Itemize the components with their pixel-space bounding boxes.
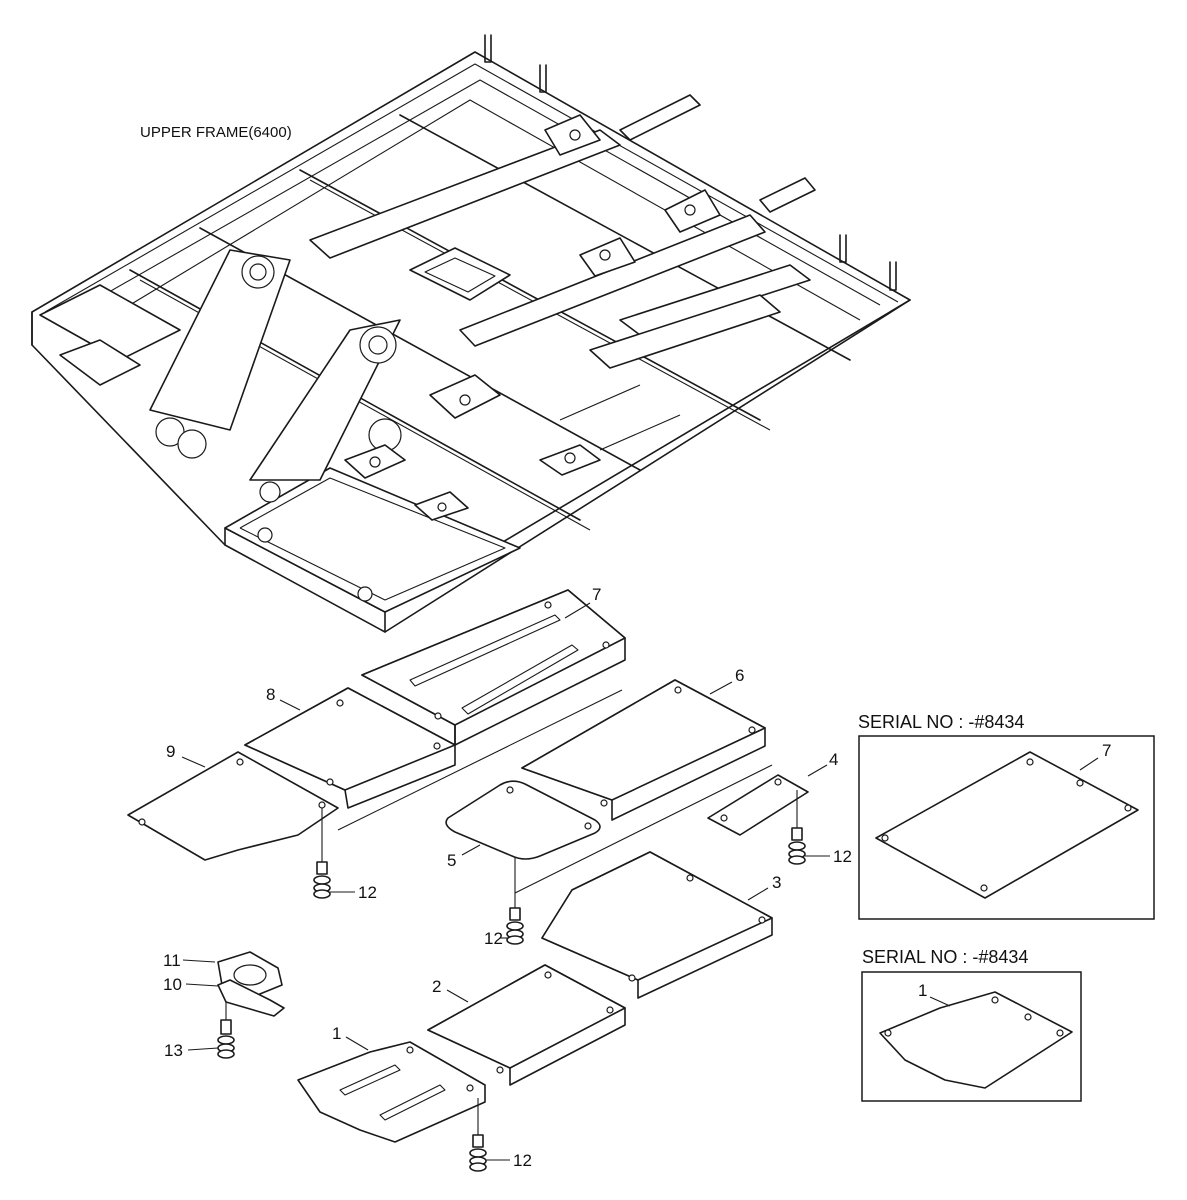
inset-1-header: SERIAL NO : -#8434 <box>858 712 1024 732</box>
callout-1: 1 <box>332 1024 341 1043</box>
plate-8 <box>244 687 456 809</box>
inset-serial-part-1: SERIAL NO : -#8434 1 <box>861 947 1082 1102</box>
plate-6 <box>521 679 766 821</box>
callout-12-d: 12 <box>513 1151 532 1170</box>
bolt-13 <box>217 1019 235 1059</box>
plate-4 <box>707 774 809 836</box>
callout-6: 6 <box>735 666 744 685</box>
callout-4: 4 <box>829 750 838 769</box>
callout-10: 10 <box>163 975 182 994</box>
plate-5 <box>445 780 601 860</box>
bolt-12-c <box>788 827 806 865</box>
inset-serial-part-7: SERIAL NO : -#8434 7 <box>858 712 1155 920</box>
upper-frame <box>31 34 911 633</box>
callout-12-b: 12 <box>484 929 503 948</box>
plate-2 <box>427 964 626 1086</box>
callout-12-c: 12 <box>833 847 852 866</box>
callout-8: 8 <box>266 685 275 704</box>
callout-11: 11 <box>163 951 181 970</box>
plate-9 <box>127 751 339 861</box>
bolt-12-b <box>506 907 524 945</box>
callout-2: 2 <box>432 977 441 996</box>
bolt-12-a <box>313 861 331 899</box>
bolt-12-d <box>469 1134 487 1172</box>
callout-9: 9 <box>166 742 175 761</box>
inset-2-callout: 1 <box>918 981 927 1000</box>
inset-2-header: SERIAL NO : -#8434 <box>862 947 1028 967</box>
callout-7: 7 <box>592 585 601 604</box>
inset-1-callout: 7 <box>1102 741 1111 760</box>
plate-1 <box>297 1041 486 1143</box>
callout-12-a: 12 <box>358 883 377 902</box>
callout-5: 5 <box>447 851 456 870</box>
plate-3 <box>541 851 773 999</box>
leader-lines <box>181 602 830 1161</box>
plate-7 <box>361 589 626 746</box>
callout-3: 3 <box>772 873 781 892</box>
callout-13: 13 <box>164 1041 183 1060</box>
frame-title: UPPER FRAME(6400) <box>140 124 292 141</box>
